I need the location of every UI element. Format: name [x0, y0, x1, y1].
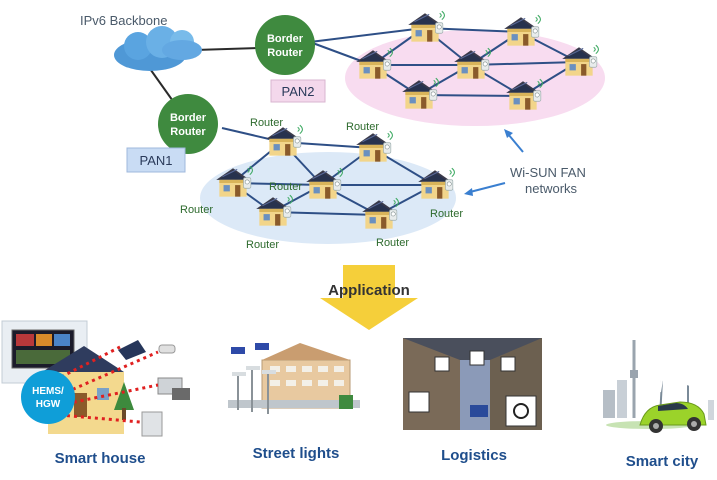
smart-house-illustration: HEMS/ HGW — [1, 320, 190, 437]
router-label: Router — [246, 239, 279, 251]
backbone-label: IPv6 Backbone — [80, 13, 167, 28]
smart-house-label: Smart house — [55, 450, 146, 467]
wisun-arrows — [464, 129, 524, 196]
router-label: Router — [250, 117, 283, 129]
svg-text:Border: Border — [267, 33, 304, 45]
smart-city-illustration — [603, 340, 714, 433]
svg-text:Router: Router — [267, 47, 303, 59]
svg-text:HEMS/: HEMS/ — [32, 386, 64, 397]
border-router-pan2: Border Router — [255, 15, 315, 75]
router-label: Router — [180, 204, 213, 216]
logistics-illustration — [403, 338, 542, 430]
svg-text:Border: Border — [170, 112, 207, 124]
svg-text:HGW: HGW — [36, 399, 61, 410]
wisun-label-line2: networks — [525, 181, 578, 196]
svg-text:Router: Router — [170, 126, 206, 138]
hems-hgw-badge — [21, 370, 75, 424]
router-label: Router — [269, 181, 302, 193]
smart-city-label: Smart city — [626, 453, 699, 470]
application-arrow — [320, 265, 418, 330]
wisun-label-line1: Wi-SUN FAN — [510, 165, 586, 180]
logistics-label: Logistics — [441, 447, 507, 464]
street-lights-label: Street lights — [253, 445, 340, 462]
router-label: Router — [376, 237, 409, 249]
router-label: Router — [346, 121, 379, 133]
border-router-pan1: Border Router — [158, 94, 218, 154]
application-label: Application — [328, 282, 410, 299]
router-labels: Router Router Router Router Router Route… — [180, 117, 463, 251]
pan1-badge — [126, 147, 186, 173]
pan2-badge — [270, 79, 326, 103]
cloud-icon — [114, 26, 202, 71]
pan1-label: PAN1 — [140, 153, 173, 168]
pan2-label: PAN2 — [282, 84, 315, 99]
street-lights-illustration — [228, 343, 360, 414]
router-label: Router — [430, 208, 463, 220]
